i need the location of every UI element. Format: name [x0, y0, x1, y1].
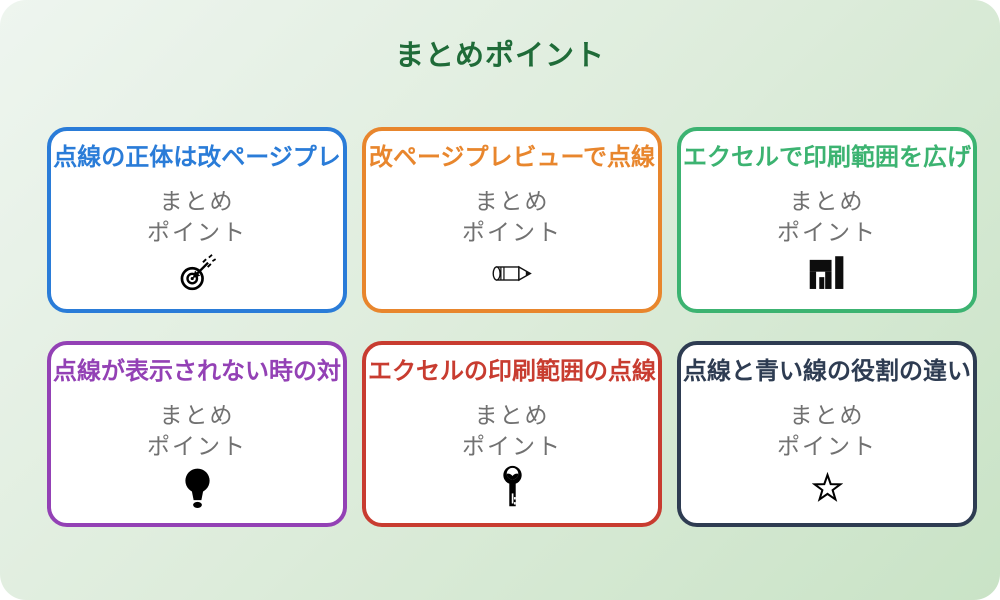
card-subtitle: まとめ ポイント: [462, 186, 562, 248]
card-title-wrap: 改ページプレビューで点線: [366, 143, 658, 173]
card-title-wrap: 点線が表示されない時の対: [51, 357, 343, 387]
card-subtitle: まとめ ポイント: [777, 400, 877, 462]
card-title: エクセルで印刷範囲を広げ: [683, 144, 971, 171]
summary-card-page-break-identity[interactable]: 点線の正体は改ページプレ まとめ ポイント: [47, 127, 347, 313]
card-subtitle-line2: ポイント: [147, 433, 247, 459]
card-subtitle-line1: まとめ: [159, 402, 235, 428]
card-subtitle-line1: まとめ: [474, 402, 550, 428]
card-subtitle-line1: まとめ: [789, 402, 865, 428]
card-subtitle: まとめ ポイント: [147, 400, 247, 462]
page-title: まとめポイント: [394, 40, 605, 72]
lightbulb-icon: [182, 465, 213, 509]
card-title: エクセルの印刷範囲の点線: [368, 358, 656, 385]
pencil-icon: [489, 251, 535, 295]
summary-card-dotted-vs-blue-line[interactable]: 点線と青い線の役割の違い まとめ ポイント: [677, 341, 977, 527]
card-subtitle-line1: まとめ: [474, 188, 550, 214]
summary-card-dotted-line-not-shown[interactable]: 点線が表示されない時の対 まとめ ポイント: [47, 341, 347, 527]
bar-chart-icon: [807, 251, 847, 295]
card-subtitle: まとめ ポイント: [462, 400, 562, 462]
card-subtitle-line2: ポイント: [777, 433, 877, 459]
card-title: 点線の正体は改ページプレ: [53, 144, 341, 171]
card-grid: 点線の正体は改ページプレ まとめ ポイント: [47, 127, 977, 527]
card-title: 点線が表示されない時の対: [53, 358, 341, 385]
card-title: 改ページプレビューで点線: [368, 144, 656, 171]
card-title-wrap: 点線の正体は改ページプレ: [51, 143, 343, 173]
card-subtitle: まとめ ポイント: [147, 186, 247, 248]
card-subtitle-line1: まとめ: [789, 188, 865, 214]
star-icon: [811, 465, 843, 509]
summary-card-print-area-dotted-line[interactable]: エクセルの印刷範囲の点線 まとめ ポイント: [362, 341, 662, 527]
summary-card-widen-print-area[interactable]: エクセルで印刷範囲を広げ まとめ ポイント: [677, 127, 977, 313]
card-subtitle-line2: ポイント: [777, 219, 877, 245]
card-subtitle-line1: まとめ: [159, 188, 235, 214]
card-title: 点線と青い線の役割の違い: [683, 358, 971, 385]
card-title-wrap: エクセルの印刷範囲の点線: [366, 357, 658, 387]
key-icon: [501, 465, 524, 509]
card-subtitle-line2: ポイント: [462, 433, 562, 459]
card-subtitle-line2: ポイント: [147, 219, 247, 245]
card-subtitle: まとめ ポイント: [777, 186, 877, 248]
card-title-wrap: エクセルで印刷範囲を広げ: [681, 143, 973, 173]
card-subtitle-line2: ポイント: [462, 219, 562, 245]
card-title-wrap: 点線と青い線の役割の違い: [681, 357, 973, 387]
dart-target-icon: [177, 251, 217, 295]
summary-card-page-break-preview[interactable]: 改ページプレビューで点線 まとめ ポイント: [362, 127, 662, 313]
